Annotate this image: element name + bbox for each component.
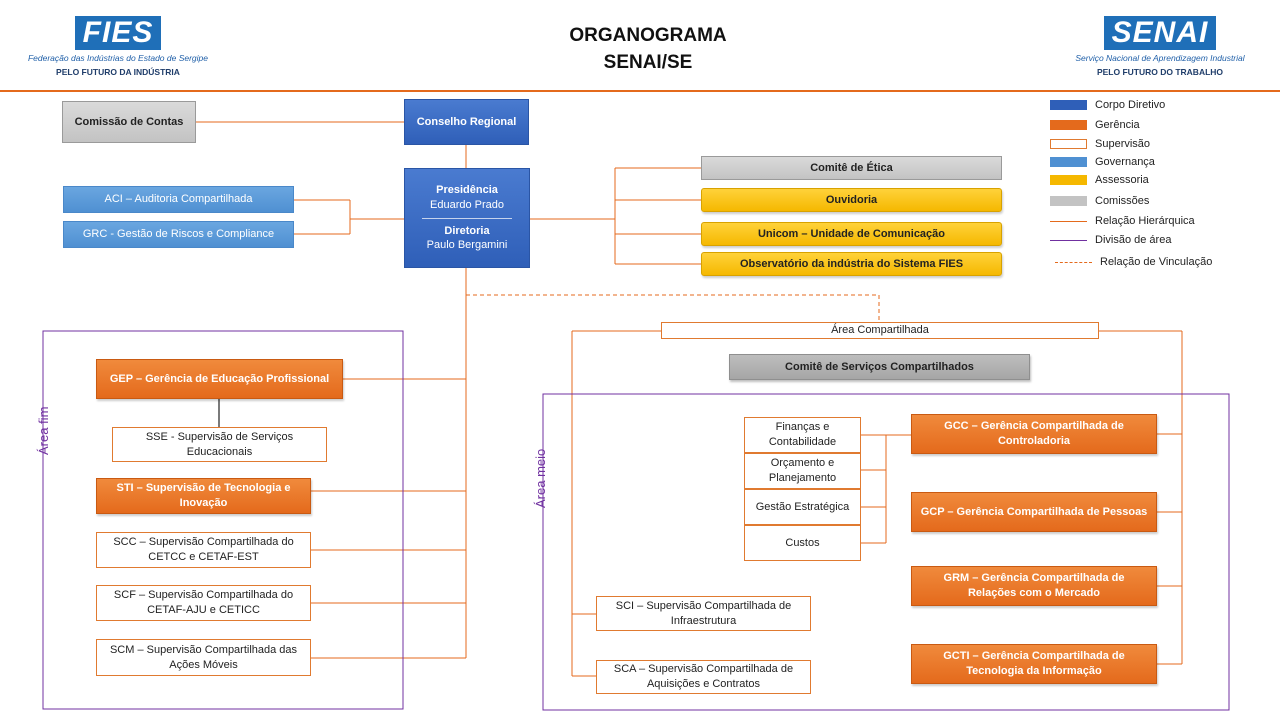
legend-label: Divisão de área (1095, 234, 1172, 246)
node-scm[interactable]: SCM – Supervisão Compartilhada das Ações… (96, 639, 311, 676)
node-conselho-regional[interactable]: Conselho Regional (404, 99, 529, 145)
fies-logo: FIES Federação das Indústrias do Estado … (12, 16, 224, 77)
senai-logo-subtitle: Serviço Nacional de Aprendizagem Industr… (1075, 53, 1245, 63)
node-scc[interactable]: SCC – Supervisão Compartilhada do CETCC … (96, 532, 311, 568)
legend-relacao-vinculacao: Relação de Vinculação (1055, 254, 1212, 270)
legend-label: Assessoria (1095, 174, 1149, 186)
legend-comissoes: Comissões (1050, 193, 1149, 209)
node-presidencia-diretoria[interactable]: Presidência Eduardo Prado Diretoria Paul… (404, 168, 530, 268)
senai-logo-slogan: PELO FUTURO DO TRABALHO (1096, 67, 1224, 77)
node-comissao-contas[interactable]: Comissão de Contas (62, 101, 196, 143)
node-orcamento[interactable]: Orçamento e Planejamento (744, 453, 861, 489)
node-ouvidoria[interactable]: Ouvidoria (701, 188, 1002, 212)
legend-swatch-assessoria (1050, 175, 1087, 185)
node-comite-etica[interactable]: Comitê de Ética (701, 156, 1002, 180)
node-observatorio[interactable]: Observatório da indústria do Sistema FIE… (701, 252, 1002, 276)
diretoria-name: Paulo Bergamini (426, 239, 508, 252)
node-gep[interactable]: GEP – Gerência de Educação Profissional (96, 359, 343, 399)
legend-gerencia: Gerência (1050, 117, 1140, 133)
legend-relacao-hierarquica: Relação Hierárquica (1050, 213, 1195, 229)
legend-swatch-governanca (1050, 157, 1087, 167)
node-sse[interactable]: SSE - Supervisão de Serviços Educacionai… (112, 427, 327, 462)
legend-corpo-diretivo: Corpo Diretivo (1050, 97, 1165, 113)
legend-swatch-gerencia (1050, 120, 1087, 130)
area-meio-frame (542, 393, 1230, 711)
presidencia-divider (422, 217, 512, 219)
node-financas[interactable]: Finanças e Contabilidade (744, 417, 861, 453)
legend-swatch-comissoes (1050, 196, 1087, 206)
legend-supervisao: Supervisão (1050, 136, 1150, 152)
legend-label: Corpo Diretivo (1095, 99, 1166, 111)
page-title: ORGANOGRAMA SENAI/SE (520, 22, 776, 76)
legend-label: Relação Hierárquica (1095, 215, 1195, 227)
presidencia-name: Eduardo Prado (430, 198, 504, 211)
node-grm[interactable]: GRM – Gerência Compartilhada de Relações… (911, 566, 1157, 606)
legend-assessoria: Assessoria (1050, 172, 1149, 188)
area-fim-frame (42, 330, 404, 710)
node-unicom[interactable]: Unicom – Unidade de Comunicação (701, 222, 1002, 246)
node-grc[interactable]: GRC - Gestão de Riscos e Compliance (63, 221, 294, 248)
senai-logo: SENAI Serviço Nacional de Aprendizagem I… (1060, 16, 1260, 77)
title-line1: ORGANOGRAMA (569, 25, 727, 46)
fies-logo-mark: FIES (74, 16, 162, 50)
legend-swatch-corpo-diretivo (1050, 100, 1087, 110)
legend-governanca: Governança (1050, 154, 1155, 170)
node-gestao[interactable]: Gestão Estratégica (744, 489, 861, 525)
legend-label: Governança (1095, 156, 1155, 168)
fies-logo-subtitle: Federação das Indústrias do Estado de Se… (27, 53, 209, 63)
node-sci[interactable]: SCI – Supervisão Compartilhada de Infrae… (596, 596, 811, 631)
area-fim-label: Área fim (36, 406, 51, 455)
legend-label: Relação de Vinculação (1100, 256, 1213, 268)
senai-logo-mark: SENAI (1103, 16, 1217, 50)
legend-label: Supervisão (1095, 138, 1151, 150)
node-scf[interactable]: SCF – Supervisão Compartilhada do CETAF-… (96, 585, 311, 621)
node-area-compartilhada[interactable]: Área Compartilhada (661, 322, 1099, 339)
legend-swatch-supervisao (1050, 139, 1087, 149)
title-line2: SENAI/SE (603, 52, 693, 73)
node-gcti[interactable]: GCTI – Gerência Compartilhada de Tecnolo… (911, 644, 1157, 684)
node-comite-servicos[interactable]: Comitê de Serviços Compartilhados (729, 354, 1030, 380)
diretoria-title: Diretoria (444, 224, 490, 237)
node-sti[interactable]: STI – Supervisão de Tecnologia e Inovaçã… (96, 478, 311, 514)
legend-divisao-area: Divisão de área (1050, 232, 1171, 248)
legend-swatch-divisao (1050, 239, 1087, 241)
area-meio-label: Área meio (533, 448, 548, 508)
node-custos[interactable]: Custos (744, 525, 861, 561)
node-sca[interactable]: SCA – Supervisão Compartilhada de Aquisi… (596, 660, 811, 694)
node-gcc[interactable]: GCC – Gerência Compartilhada de Controla… (911, 414, 1157, 454)
legend-swatch-vinculacao (1055, 261, 1092, 263)
node-gcp[interactable]: GCP – Gerência Compartilhada de Pessoas (911, 492, 1157, 532)
fies-logo-slogan: PELO FUTURO DA INDÚSTRIA (56, 67, 180, 77)
node-aci[interactable]: ACI – Auditoria Compartilhada (63, 186, 294, 213)
line-vinculacao (466, 294, 880, 322)
legend-swatch-hierarquica (1050, 220, 1087, 222)
legend-label: Gerência (1095, 119, 1140, 131)
legend-label: Comissões (1095, 195, 1150, 207)
presidencia-title: Presidência (436, 183, 498, 196)
